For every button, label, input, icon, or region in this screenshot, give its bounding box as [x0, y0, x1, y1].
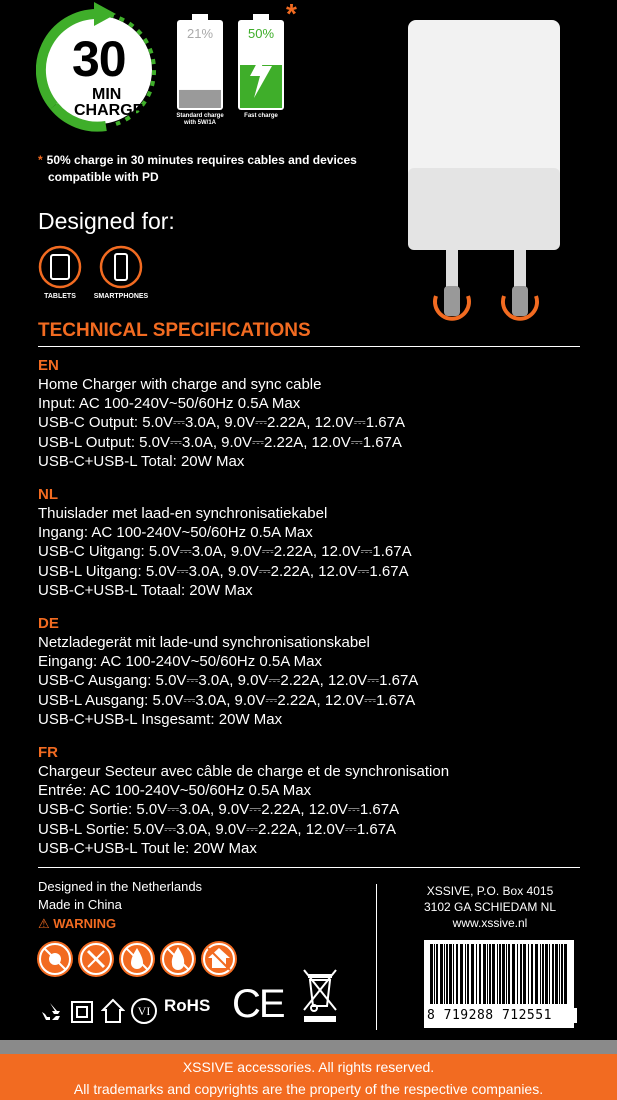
copyright-line1: XSSIVE accessories. All rights reserved. — [182, 1059, 435, 1075]
charger-image — [408, 20, 560, 321]
barcode-number: 8 719288 712551 — [424, 1008, 577, 1023]
spec-section-en: EN Home Charger with charge and sync cab… — [38, 357, 405, 470]
recycle-icon — [42, 1003, 60, 1020]
designed-for-title: Designed for: — [38, 208, 175, 234]
double-insulation-icon — [71, 1001, 93, 1023]
tablet-icon — [38, 245, 82, 289]
spec-section-nl: NL Thuislader met laad-en synchronisatie… — [38, 486, 412, 599]
origin-info: Designed in the Netherlands Made in Chin… — [38, 878, 202, 914]
device-label-tablets: TABLETS — [44, 293, 76, 300]
footer-divider — [376, 884, 377, 1030]
warning-icon: ⚠ — [38, 916, 50, 931]
asterisk: * — [286, 0, 297, 29]
no-fire-icon — [37, 941, 73, 977]
no-water-icon — [119, 941, 155, 977]
battery-fast-label: Fast charge — [244, 113, 278, 119]
rohs-mark: RoHS — [164, 996, 211, 1015]
copyright-band: XSSIVE accessories. All rights reserved.… — [0, 1054, 617, 1100]
badge-charge: CHARGE — [74, 102, 144, 119]
warning-label: ⚠ WARNING — [38, 916, 117, 931]
badge-min: MIN — [92, 86, 122, 103]
pd-note: *50% charge in 30 minutes requires cable… — [38, 153, 357, 185]
battery-fast-percent: 50% — [247, 26, 275, 41]
spec-section-fr: FR Chargeur Secteur avec câble de charge… — [38, 744, 450, 857]
badge-number: 30 — [72, 31, 127, 87]
no-flame-icon — [160, 941, 196, 977]
weee-bin-icon — [303, 969, 337, 1022]
barcode-bars — [430, 944, 567, 1004]
indoor-use-icon — [101, 998, 125, 1023]
spec-top-rule — [38, 346, 580, 347]
charge-badge-ring — [36, 2, 157, 132]
device-label-smartphones: SMARTPHONES — [93, 293, 149, 300]
copyright-line2: All trademarks and copyrights are the pr… — [73, 1081, 544, 1097]
no-tools-icon — [78, 941, 114, 977]
efficiency-vi-icon: VI — [131, 998, 157, 1024]
ce-mark: CE — [232, 982, 286, 1026]
smartphone-icon — [99, 245, 143, 289]
spec-bottom-rule — [38, 867, 580, 868]
spec-title: TECHNICAL SPECIFICATIONS — [38, 320, 311, 341]
battery-standard-percent: 21% — [186, 26, 214, 41]
company-address: XSSIVE, P.O. Box 4015 3102 GA SCHIEDAM N… — [423, 884, 557, 930]
made-in: Made in China — [38, 897, 122, 912]
battery-fast — [238, 14, 284, 110]
battery-standard — [177, 14, 223, 110]
designed-in: Designed in the Netherlands — [38, 879, 203, 894]
no-house-icon — [201, 941, 237, 977]
spec-section-de: DE Netzladegerät mit lade-und synchronis… — [38, 615, 419, 728]
warning-icons-row — [37, 941, 237, 977]
grey-strip — [0, 1040, 617, 1054]
